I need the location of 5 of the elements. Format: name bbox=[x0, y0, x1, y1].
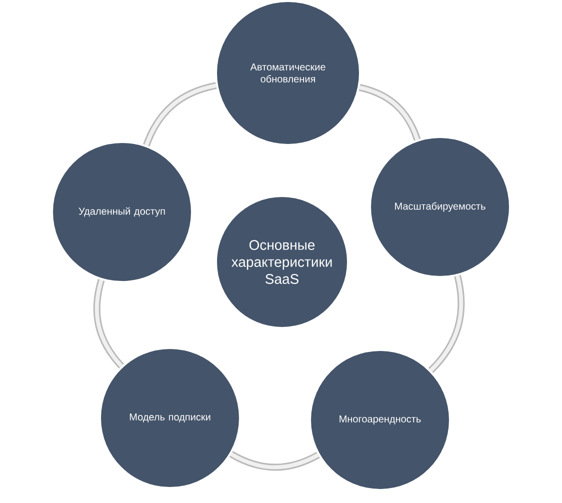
ring-arc bbox=[358, 84, 421, 141]
ring-arc bbox=[229, 451, 320, 471]
ring-arc bbox=[428, 275, 465, 373]
ring-arc bbox=[143, 82, 217, 147]
ring-arc bbox=[93, 279, 124, 368]
